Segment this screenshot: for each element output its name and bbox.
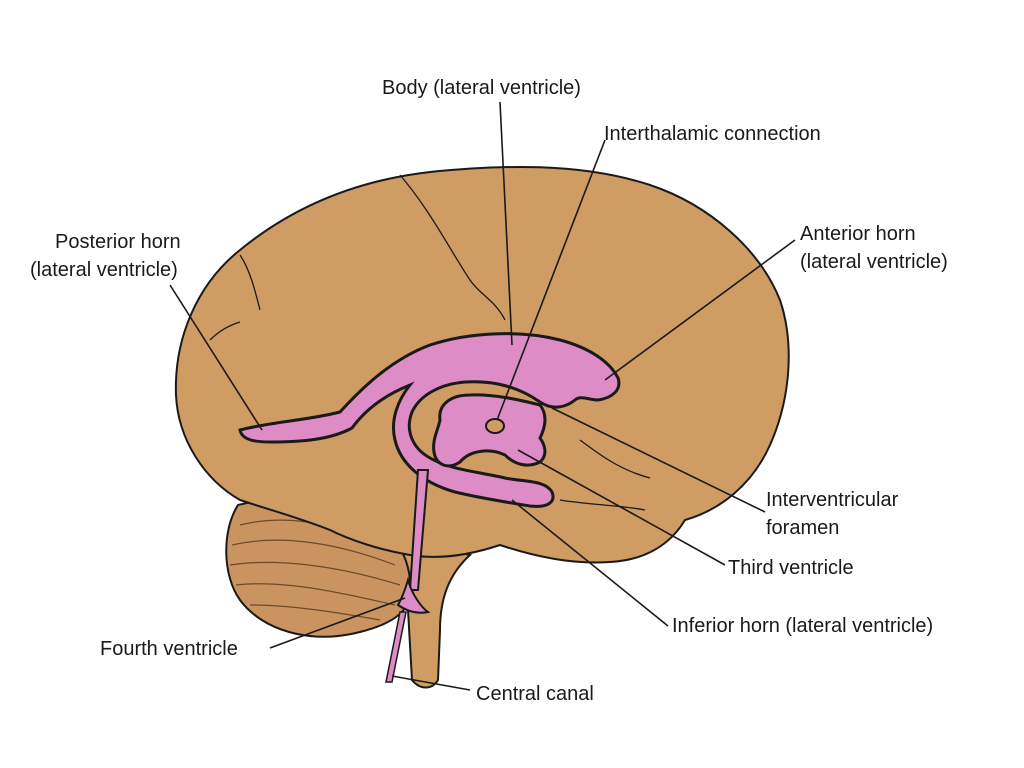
leader-third <box>517 449 726 566</box>
sulci <box>209 174 651 511</box>
fourth-ventricle <box>396 576 431 614</box>
leader-central <box>391 675 471 691</box>
ventricular-system <box>238 332 621 683</box>
label-posterior-horn: Posterior horn <box>55 231 181 253</box>
label-third-ventricle: Third ventricle <box>728 557 854 579</box>
label-interventricular: Interventricular <box>766 489 899 511</box>
labels: Body (lateral ventricle) Interthalamic c… <box>30 77 948 705</box>
leader-inferior <box>511 499 669 627</box>
label-central-canal: Central canal <box>476 683 594 705</box>
leader-lines <box>169 101 796 691</box>
cerebral-aqueduct <box>408 469 430 591</box>
leader-interventricular <box>551 407 766 513</box>
label-interventricular-sub: foramen <box>766 517 839 539</box>
leader-fourth <box>269 597 406 649</box>
lateral-ventricle <box>238 332 621 508</box>
central-canal <box>385 611 407 683</box>
leader-posterior <box>169 284 263 431</box>
interthalamic-connection <box>485 418 505 434</box>
label-inferior-horn: Inferior horn (lateral ventricle) <box>672 615 933 637</box>
label-anterior-horn-sub: (lateral ventricle) <box>800 251 948 273</box>
label-interthalamic: Interthalamic connection <box>604 123 821 145</box>
label-fourth-ventricle: Fourth ventricle <box>100 638 238 660</box>
label-anterior-horn: Anterior horn <box>800 223 916 245</box>
leader-body <box>499 101 513 346</box>
leader-interthalamic <box>496 139 606 421</box>
label-posterior-horn-sub: (lateral ventricle) <box>30 259 178 281</box>
leader-anterior <box>604 239 796 381</box>
label-body: Body (lateral ventricle) <box>382 77 581 99</box>
